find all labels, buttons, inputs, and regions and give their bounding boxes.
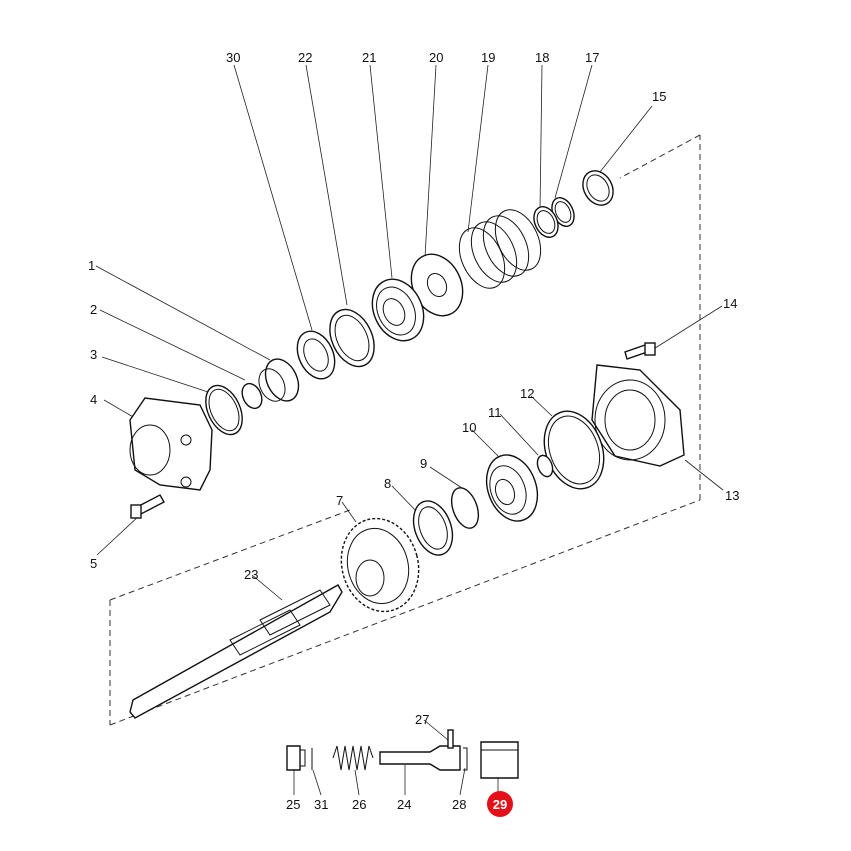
part-25-cap[interactable]	[286, 745, 306, 771]
label-30: 30	[226, 50, 240, 65]
part-4-housing[interactable]	[129, 397, 213, 491]
label-29: 29	[493, 797, 507, 812]
part-9-circlip[interactable]	[447, 484, 484, 532]
label-20: 20	[429, 50, 443, 65]
label-23: 23	[244, 567, 258, 582]
part-28-clip[interactable]	[463, 747, 468, 771]
label-8: 8	[384, 476, 391, 491]
label-3: 3	[90, 347, 97, 362]
part-11-ring[interactable]	[535, 453, 556, 478]
highlight-marker	[487, 791, 513, 817]
label-18: 18	[535, 50, 549, 65]
leader-lines	[95, 64, 724, 796]
label-9: 9	[420, 456, 427, 471]
label-28: 28	[452, 797, 466, 812]
part-14-bolt[interactable]	[624, 342, 656, 360]
part-23-shaft[interactable]	[129, 584, 343, 719]
label-4: 4	[90, 392, 97, 407]
part-18-ring[interactable]	[529, 203, 562, 241]
label-26: 26	[352, 797, 366, 812]
part-7-gear[interactable]	[331, 510, 429, 620]
part-27-pin[interactable]	[447, 729, 454, 749]
label-25: 25	[286, 797, 300, 812]
part-2-oring[interactable]	[238, 380, 265, 411]
part-15-circlip[interactable]	[577, 165, 619, 210]
part-24-plunger[interactable]	[379, 745, 461, 771]
label-1: 1	[88, 258, 95, 273]
part-29-sleeve[interactable]	[480, 741, 519, 779]
label-14: 14	[723, 296, 737, 311]
label-5: 5	[90, 556, 97, 571]
part-1-bushing[interactable]	[254, 354, 305, 407]
part-26-spring[interactable]	[332, 745, 374, 771]
label-10: 10	[462, 420, 476, 435]
label-24: 24	[397, 797, 411, 812]
label-27: 27	[415, 712, 429, 727]
label-7: 7	[336, 493, 343, 508]
part-5-bolt[interactable]	[130, 494, 165, 519]
part-10-bearing[interactable]	[478, 448, 546, 528]
part-13-flange[interactable]	[591, 364, 685, 467]
part-labels: 30 22 21 20 19 18 17 15 1 2 3 4 5 14 13 …	[88, 50, 739, 812]
label-22: 22	[298, 50, 312, 65]
assembly-boundary	[109, 134, 701, 726]
label-15: 15	[652, 89, 666, 104]
part-19-spring[interactable]	[450, 203, 549, 296]
label-2: 2	[90, 302, 97, 317]
label-13: 13	[725, 488, 739, 503]
label-17: 17	[585, 50, 599, 65]
label-11: 11	[488, 405, 502, 420]
label-19: 19	[481, 50, 495, 65]
part-30-seal[interactable]	[290, 325, 342, 385]
highlight-callout-29[interactable]: 29	[487, 791, 513, 817]
label-31: 31	[314, 797, 328, 812]
label-21: 21	[362, 50, 376, 65]
part-22-ring[interactable]	[321, 302, 383, 373]
label-12: 12	[520, 386, 534, 401]
part-21-bearing[interactable]	[363, 271, 434, 349]
part-3-oring[interactable]	[199, 380, 250, 441]
part-8-washer[interactable]	[407, 496, 460, 561]
